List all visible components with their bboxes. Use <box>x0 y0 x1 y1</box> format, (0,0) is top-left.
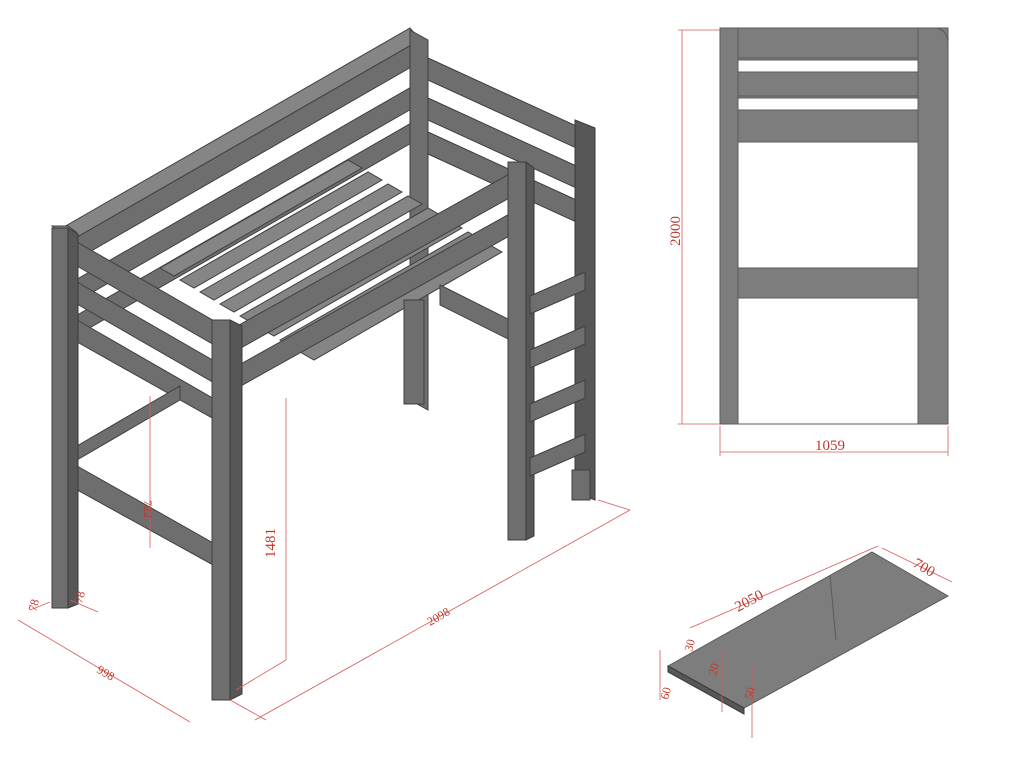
front-corner-post <box>211 319 231 701</box>
board-width-dim <box>881 547 953 583</box>
thickness-label: 60 <box>657 686 674 701</box>
side-offset-label: 20 <box>705 662 722 677</box>
middle-diag <box>439 284 511 341</box>
width-label: 998 <box>95 662 118 683</box>
rail-height-label: 722 <box>141 500 155 518</box>
front-left-post <box>51 227 69 609</box>
open-frame <box>737 141 919 269</box>
board-top <box>666 551 950 709</box>
board-length-label: 2050 <box>732 587 766 615</box>
edge-label: 50 <box>741 686 758 701</box>
cross-rail <box>737 267 919 299</box>
back-lower-stretcher <box>69 385 181 465</box>
ladder-left-rail <box>507 161 527 541</box>
iso-dimension-lines <box>17 396 631 723</box>
right-post <box>917 27 949 425</box>
board-edge <box>667 665 745 715</box>
leg-depth-label: 78 <box>71 590 88 605</box>
slat <box>218 195 424 313</box>
slat-board-view: 2050 700 30 20 60 50 <box>657 545 953 738</box>
length-label: 2098 <box>425 604 453 628</box>
slat <box>178 171 384 289</box>
upper-gap <box>737 59 919 73</box>
ladder-right-foot <box>571 469 591 501</box>
right-end-post <box>574 119 596 501</box>
ladder <box>507 161 591 541</box>
ladder-rung <box>529 325 586 369</box>
under-height-label: 1481 <box>263 528 279 558</box>
top-notch-label: 30 <box>681 638 698 653</box>
ladder-rung <box>529 379 586 423</box>
board-length-dim <box>689 545 879 629</box>
slat <box>158 159 364 277</box>
ladder-rung <box>529 433 586 477</box>
front-end-view: 2000 1059 <box>668 27 949 456</box>
top-rail <box>737 27 919 59</box>
end-height-label: 2000 <box>668 216 684 246</box>
middle-rail <box>737 71 919 97</box>
ladder-rung <box>529 271 586 315</box>
leg-width-label: 78 <box>25 598 42 613</box>
end-width-label: 1059 <box>815 438 845 454</box>
lower-gap <box>737 97 919 111</box>
front-corner-post-side <box>229 319 243 701</box>
middle-back-leg <box>403 299 425 405</box>
bottom-rail <box>737 109 919 143</box>
left-post <box>719 27 739 425</box>
front-left-post-side <box>67 227 79 609</box>
under-gap <box>737 297 919 425</box>
isometric-bed-view: 78 78 722 1481 2098 998 <box>17 27 631 723</box>
slat <box>198 183 404 301</box>
